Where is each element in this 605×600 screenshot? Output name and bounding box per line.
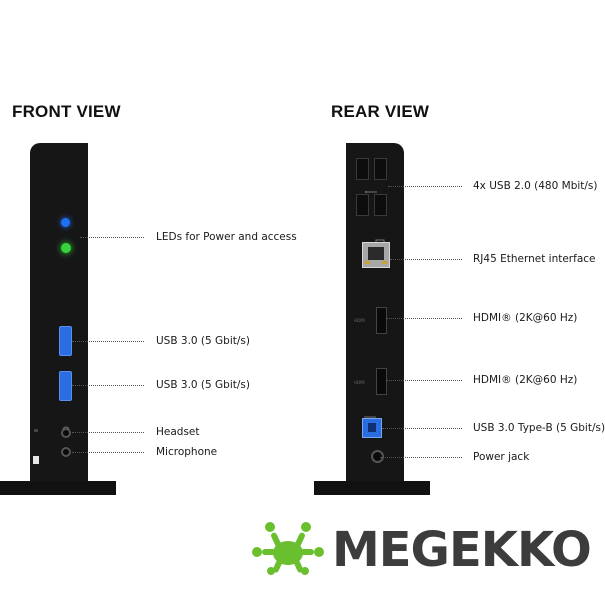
hdmi-port-2-text: HDMI xyxy=(354,380,365,385)
usb-ss-icon xyxy=(364,407,376,418)
brand-logo-text: MEGEKKO xyxy=(332,522,592,578)
usb-typeb-label: USB 3.0 Type-B (5 Gbit/s) xyxy=(473,422,605,434)
power-jack xyxy=(371,450,384,463)
leds-label: LEDs for Power and access xyxy=(156,231,297,243)
usb2-port-4 xyxy=(374,194,387,216)
usb2-label: 4x USB 2.0 (480 Mbit/s) xyxy=(473,180,598,192)
headset-leader xyxy=(72,432,144,433)
ethernet-icon xyxy=(374,233,386,246)
hdmi2-label: HDMI® (2K@60 Hz) xyxy=(473,374,578,386)
usb2-port-3 xyxy=(356,194,369,216)
power-leader xyxy=(380,457,462,458)
headset-label: Headset xyxy=(156,426,200,438)
usb-typeb-leader xyxy=(382,428,462,429)
foot-logo-icon xyxy=(252,522,324,576)
hdmi-port-1 xyxy=(376,307,387,334)
rj45-port xyxy=(362,242,390,268)
power-led xyxy=(61,218,70,227)
power-label: Power jack xyxy=(473,451,530,463)
front-device-stand xyxy=(0,481,116,495)
front-view-title: FRONT VIEW xyxy=(12,102,121,121)
hdmi-port-2 xyxy=(376,368,387,395)
rear-view-title: REAR VIEW xyxy=(331,102,430,121)
front-side-mark xyxy=(34,429,38,432)
usb-a-leader xyxy=(72,341,144,342)
microphone-label: Microphone xyxy=(156,446,218,458)
hdmi2-leader xyxy=(386,380,462,381)
usb3-port-front-1 xyxy=(59,326,72,356)
hdmi1-leader xyxy=(386,318,462,319)
headset-jack xyxy=(61,428,71,438)
usb2-port-1 xyxy=(356,158,369,180)
hdmi-port-1-text: HDMI xyxy=(354,318,365,323)
front-side-slot xyxy=(33,456,39,464)
headset-icon xyxy=(62,420,70,432)
rear-device-stand xyxy=(314,481,430,495)
access-led xyxy=(61,243,71,253)
usb2-leader xyxy=(388,186,462,187)
usb-typeb-port xyxy=(362,418,382,438)
hdmi1-label: HDMI® (2K@60 Hz) xyxy=(473,312,578,324)
front-device-body xyxy=(30,143,88,483)
rj45-label: RJ45 Ethernet interface xyxy=(473,253,596,265)
usb3-port-front-2 xyxy=(59,371,72,401)
rj45-leader xyxy=(390,259,462,260)
usb-b-label: USB 3.0 (5 Gbit/s) xyxy=(156,379,250,391)
microphone-leader xyxy=(72,452,144,453)
leds-leader xyxy=(80,237,144,238)
usb-a-label: USB 3.0 (5 Gbit/s) xyxy=(156,335,250,347)
usb-icon xyxy=(365,182,377,193)
front-device xyxy=(0,143,130,495)
usb2-port-2 xyxy=(374,158,387,180)
usb-b-leader xyxy=(72,385,144,386)
rear-device: HDMI HDMI xyxy=(314,143,434,495)
microphone-jack xyxy=(61,447,71,457)
